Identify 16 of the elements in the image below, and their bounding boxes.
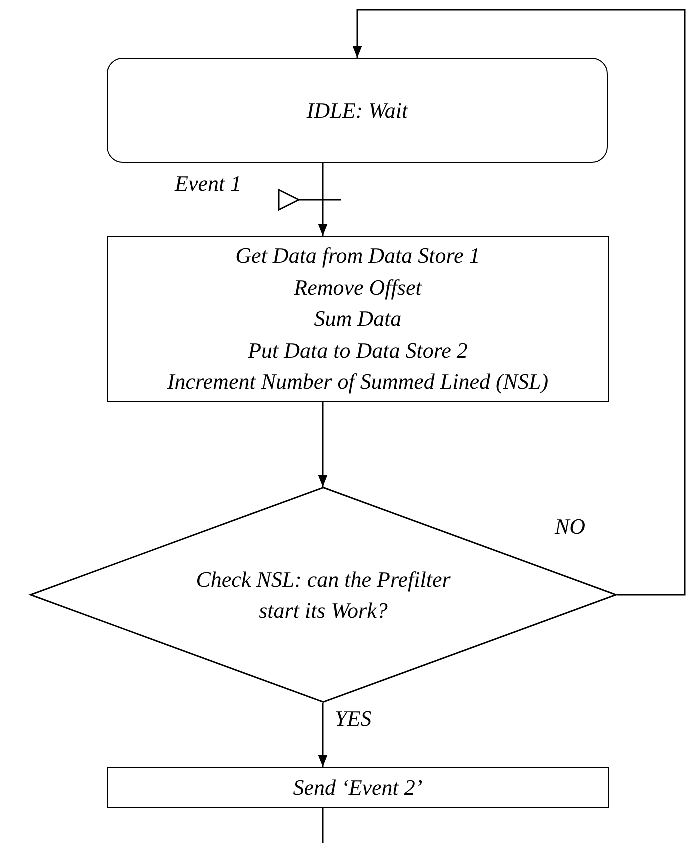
process-box	[107, 236, 609, 402]
arrow	[318, 703, 328, 767]
arrow	[318, 163, 328, 236]
node-text: IDLE: Wait	[306, 96, 408, 125]
state-box	[107, 58, 608, 163]
node-text: Remove Offset	[294, 274, 422, 302]
decision-diamond	[30, 487, 617, 703]
arrow	[318, 402, 328, 487]
node-text: Get Data from Data Store 1	[236, 242, 480, 270]
node-text: Check NSL: can the Prefilter start its Work?	[195, 566, 452, 625]
arrow	[352, 9, 686, 596]
node-text: Sum Data	[314, 305, 402, 334]
node-text: Send ‘Event 2’	[293, 774, 423, 802]
process-box	[107, 767, 609, 808]
node-text: Increment Number of Summed Lined (NSL)	[167, 368, 549, 396]
node-text: Put Data to Data Store 2	[248, 336, 468, 365]
